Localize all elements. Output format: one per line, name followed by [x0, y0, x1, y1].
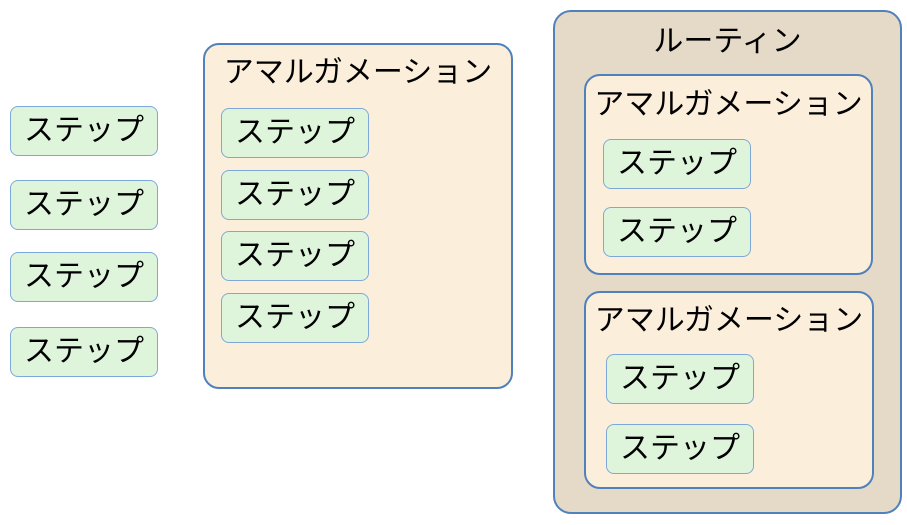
step-label: ステップ	[24, 260, 144, 293]
step-label: ステップ	[620, 362, 740, 395]
nested-amalgamation-container: アマルガメーション ステップ ステップ	[584, 291, 874, 489]
step-label: ステップ	[235, 178, 355, 211]
nested-amalgamation-container: アマルガメーション ステップ ステップ	[584, 74, 873, 275]
step-label: ステップ	[24, 188, 144, 221]
amalgamation-title: アマルガメーション	[223, 56, 493, 89]
standalone-step-box: ステップ	[10, 106, 158, 156]
nested-step-box: ステップ	[606, 424, 754, 474]
standalone-step-box: ステップ	[10, 252, 158, 302]
amalgamation-step-box: ステップ	[221, 108, 369, 158]
nested-amalgamation-title: アマルガメーション	[594, 304, 864, 337]
amalgamation-step-box: ステップ	[221, 293, 369, 343]
amalgamation-step-box: ステップ	[221, 231, 369, 281]
step-label: ステップ	[235, 301, 355, 334]
nested-amalgamation-title: アマルガメーション	[594, 88, 863, 121]
nested-step-box: ステップ	[606, 354, 754, 404]
step-label: ステップ	[24, 114, 144, 147]
step-label: ステップ	[620, 432, 740, 465]
step-label: ステップ	[235, 116, 355, 149]
step-label: ステップ	[24, 335, 144, 368]
standalone-step-box: ステップ	[10, 180, 158, 230]
step-label: ステップ	[235, 239, 355, 272]
nested-step-box: ステップ	[603, 139, 751, 189]
routine-container: ルーティン アマルガメーション ステップ ステップ アマルガメーション ステップ…	[553, 10, 902, 514]
amalgamation-container: アマルガメーション ステップ ステップ ステップ ステップ	[203, 43, 513, 389]
amalgamation-step-box: ステップ	[221, 170, 369, 220]
step-label: ステップ	[617, 147, 737, 180]
nested-step-box: ステップ	[603, 207, 751, 257]
step-label: ステップ	[617, 215, 737, 248]
standalone-step-box: ステップ	[10, 327, 158, 377]
routine-title: ルーティン	[653, 25, 802, 58]
